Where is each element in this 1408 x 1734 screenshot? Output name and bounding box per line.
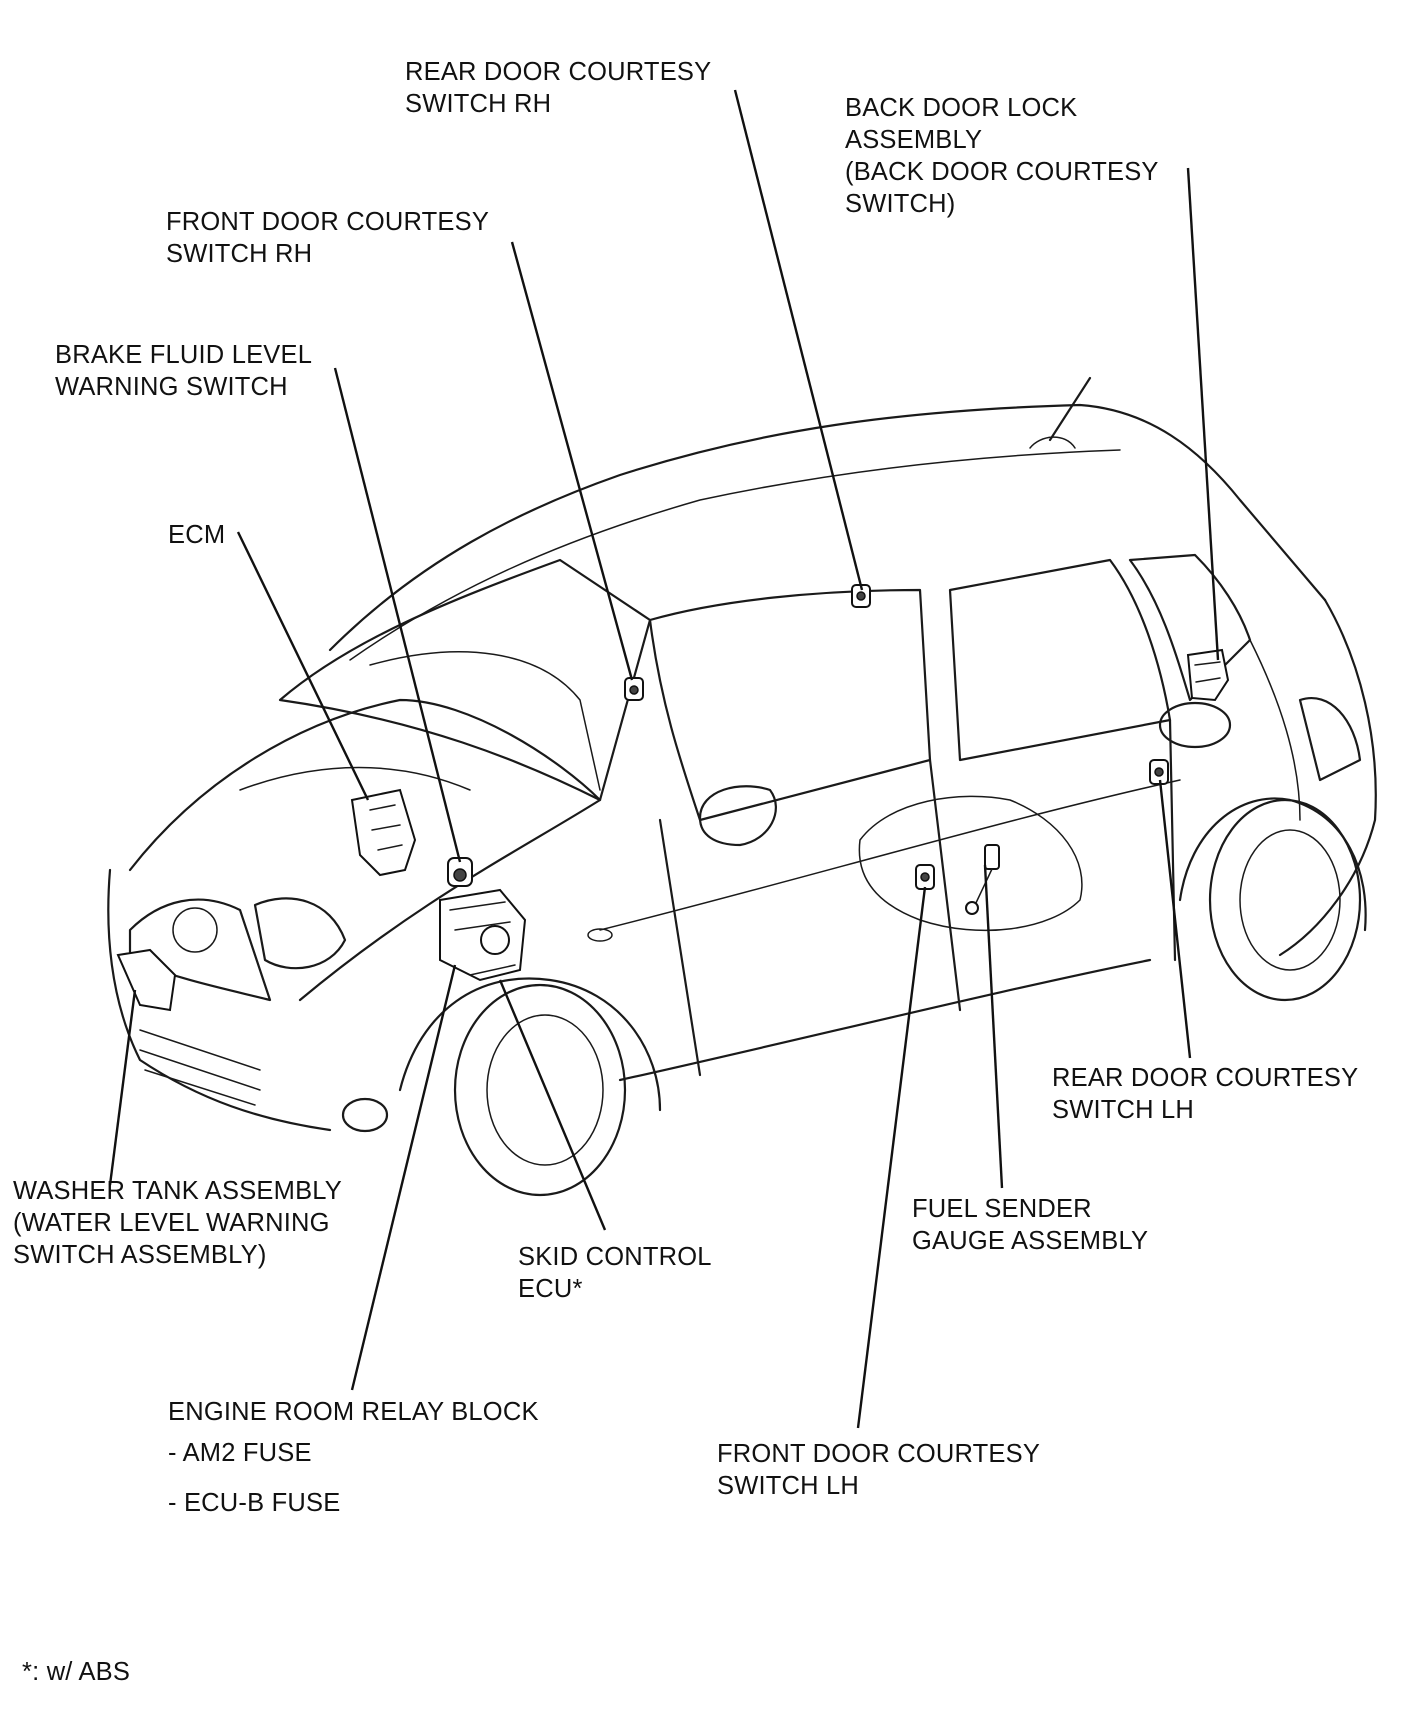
- label-ecu-b-fuse: - ECU-B FUSE: [168, 1487, 340, 1519]
- fuel-sender-gauge: [965, 844, 1000, 915]
- front-door-courtesy-switch-lh: [915, 864, 935, 890]
- label-line: FRONT DOOR COURTESY: [717, 1440, 1041, 1468]
- label-line: (WATER LEVEL WARNING: [13, 1209, 330, 1237]
- label-front-door-courtesy-switch-rh: FRONT DOOR COURTESY SWITCH RH: [166, 206, 489, 270]
- label-line: BRAKE FLUID LEVEL: [55, 341, 313, 369]
- label-line: SWITCH ASSEMBLY): [13, 1241, 267, 1269]
- skid-control-ecu: [439, 888, 527, 982]
- label-line: ECM: [168, 521, 226, 549]
- label-am2-fuse: - AM2 FUSE: [168, 1437, 312, 1469]
- label-line: SWITCH): [845, 190, 956, 218]
- label-line: ASSEMBLY: [845, 126, 983, 154]
- label-line: - ECU-B FUSE: [168, 1489, 341, 1517]
- ecm-component: [350, 788, 417, 877]
- label-line: ECU*: [518, 1275, 583, 1303]
- label-brake-fluid-level-warning-switch: BRAKE FLUID LEVEL WARNING SWITCH: [55, 339, 312, 403]
- label-line: SWITCH LH: [717, 1472, 860, 1500]
- footnote: *: w/ ABS: [22, 1656, 130, 1688]
- rear-door-courtesy-switch-rh: [851, 584, 871, 608]
- washer-tank: [116, 948, 177, 1012]
- label-engine-room-relay-block: ENGINE ROOM RELAY BLOCK: [168, 1396, 539, 1428]
- label-line: SWITCH RH: [405, 90, 552, 118]
- label-line: FRONT DOOR COURTESY: [166, 208, 490, 236]
- label-rear-door-courtesy-switch-rh: REAR DOOR COURTESY SWITCH RH: [405, 56, 711, 120]
- label-front-door-courtesy-switch-lh: FRONT DOOR COURTESY SWITCH LH: [717, 1438, 1040, 1502]
- label-line: SWITCH LH: [1052, 1096, 1195, 1124]
- components: [116, 584, 1230, 1012]
- label-line: - AM2 FUSE: [168, 1439, 312, 1467]
- label-fuel-sender-gauge-assembly: FUEL SENDER GAUGE ASSEMBLY: [912, 1193, 1148, 1257]
- label-line: BACK DOOR LOCK: [845, 94, 1078, 122]
- back-door-lock-assembly: [1186, 648, 1230, 702]
- label-line: REAR DOOR COURTESY: [1052, 1064, 1359, 1092]
- label-ecm: ECM: [168, 519, 225, 551]
- label-line: SKID CONTROL: [518, 1243, 712, 1271]
- label-washer-tank-assembly: WASHER TANK ASSEMBLY (WATER LEVEL WARNIN…: [13, 1175, 342, 1271]
- leader-lines: [108, 89, 1220, 1429]
- label-line: (BACK DOOR COURTESY: [845, 158, 1159, 186]
- label-line: WARNING SWITCH: [55, 373, 288, 401]
- front-door-courtesy-switch-rh: [624, 677, 644, 701]
- label-line: SWITCH RH: [166, 240, 313, 268]
- label-line: GAUGE ASSEMBLY: [912, 1227, 1149, 1255]
- label-line: FUEL SENDER: [912, 1195, 1092, 1223]
- footnote-text: *: w/ ABS: [22, 1658, 131, 1686]
- label-line: ENGINE ROOM RELAY BLOCK: [168, 1398, 539, 1426]
- label-skid-control-ecu: SKID CONTROL ECU*: [518, 1241, 712, 1305]
- label-back-door-lock-assembly: BACK DOOR LOCK ASSEMBLY (BACK DOOR COURT…: [845, 92, 1159, 220]
- label-line: REAR DOOR COURTESY: [405, 58, 712, 86]
- brake-fluid-reservoir: [447, 857, 473, 887]
- label-line: WASHER TANK ASSEMBLY: [13, 1177, 342, 1205]
- label-rear-door-courtesy-switch-lh: REAR DOOR COURTESY SWITCH LH: [1052, 1062, 1358, 1126]
- rear-door-courtesy-switch-lh: [1149, 759, 1169, 785]
- car-body: [107, 376, 1377, 1197]
